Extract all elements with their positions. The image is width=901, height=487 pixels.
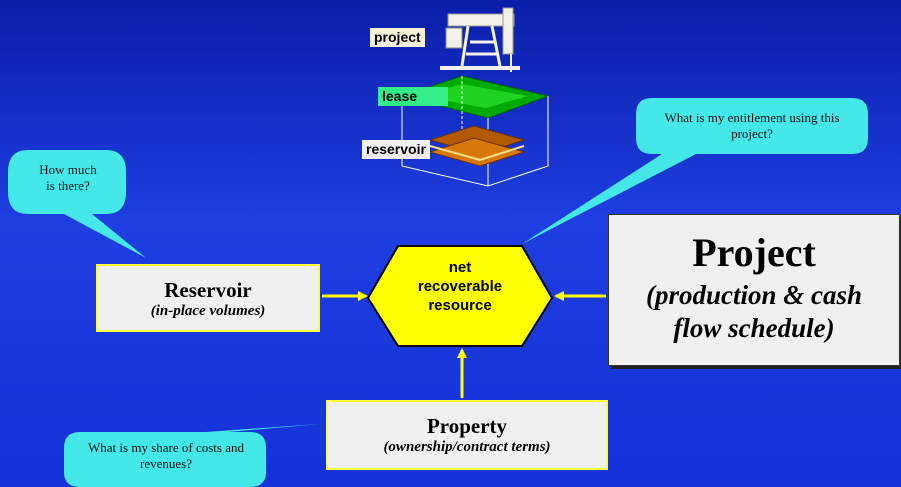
reservoir-icon-label: reservoir xyxy=(362,140,430,159)
reservoir-box-title: Reservoir xyxy=(164,278,252,302)
project-icon-label: project xyxy=(370,28,425,47)
callout-share xyxy=(64,424,320,487)
property-box: Property (ownership/contract terms) xyxy=(326,400,608,470)
project-box: Project (production & cash flow schedule… xyxy=(608,214,900,366)
project-box-title: Project xyxy=(692,230,816,275)
callout-entitlement-text: What is my entitlement using this projec… xyxy=(664,110,840,141)
pump-jack-icon xyxy=(440,7,520,72)
callout-share-text: What is my share of costs and revenues? xyxy=(88,440,244,471)
callout-entitlement xyxy=(522,98,868,244)
property-box-subtitle: (ownership/contract terms) xyxy=(383,439,551,455)
net-recoverable-resource-label: net recoverable resource xyxy=(417,259,503,314)
lease-icon-label: lease xyxy=(378,87,448,106)
net-recoverable-hexagon xyxy=(366,245,554,347)
callout-how-much-text: How much is there? xyxy=(39,162,97,193)
callout-how-much xyxy=(8,150,146,258)
project-box-subtitle: (production & cash flow schedule) xyxy=(645,280,863,343)
property-box-title: Property xyxy=(426,414,508,438)
reservoir-box: Reservoir (in-place volumes) xyxy=(96,264,320,332)
reservoir-box-subtitle: (in-place volumes) xyxy=(150,303,266,319)
